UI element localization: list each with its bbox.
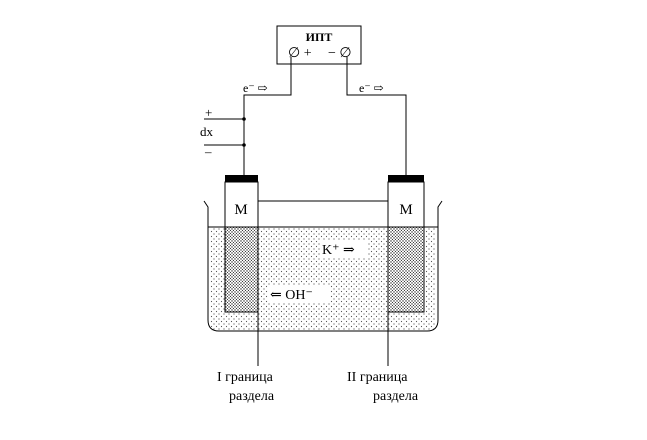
left-wire (243, 57, 292, 178)
boundary-2-line1: II граница (347, 370, 408, 385)
right-wire (346, 57, 407, 178)
dx-label: dx (200, 124, 214, 139)
left-electrode-label: M (234, 202, 247, 218)
vessel (203, 200, 443, 332)
negative-terminal: − ∅ (328, 46, 352, 61)
right-electrode-label: M (399, 202, 412, 218)
dx-bottom-point (242, 143, 246, 147)
dx-plus: + (205, 105, 212, 120)
anion-label: ⇐ OH⁻ (270, 288, 313, 303)
cation-label-bg (320, 240, 368, 258)
cation-label: K⁺ ⇒ (322, 243, 355, 258)
boundary-2-line2: раздела (373, 389, 419, 404)
electron-flow-right: e⁻ ⇨ (359, 81, 384, 95)
left-electrode-cap (225, 175, 258, 182)
positive-terminal: ∅ + (288, 46, 312, 61)
dx-top-point (242, 117, 246, 121)
power-supply-label: ИПТ (306, 30, 333, 44)
boundary-1-line2: раздела (229, 389, 275, 404)
left-electrode-immersed (224, 226, 259, 313)
right-electrode-immersed (387, 226, 425, 313)
electron-flow-left: e⁻ ⇨ (243, 81, 268, 95)
right-electrode-cap (388, 175, 424, 182)
dx-minus: – (204, 144, 212, 159)
boundary-1-line1: I граница (217, 370, 274, 385)
anion-label-bg (268, 285, 330, 303)
right-electrode-upper (387, 181, 425, 228)
